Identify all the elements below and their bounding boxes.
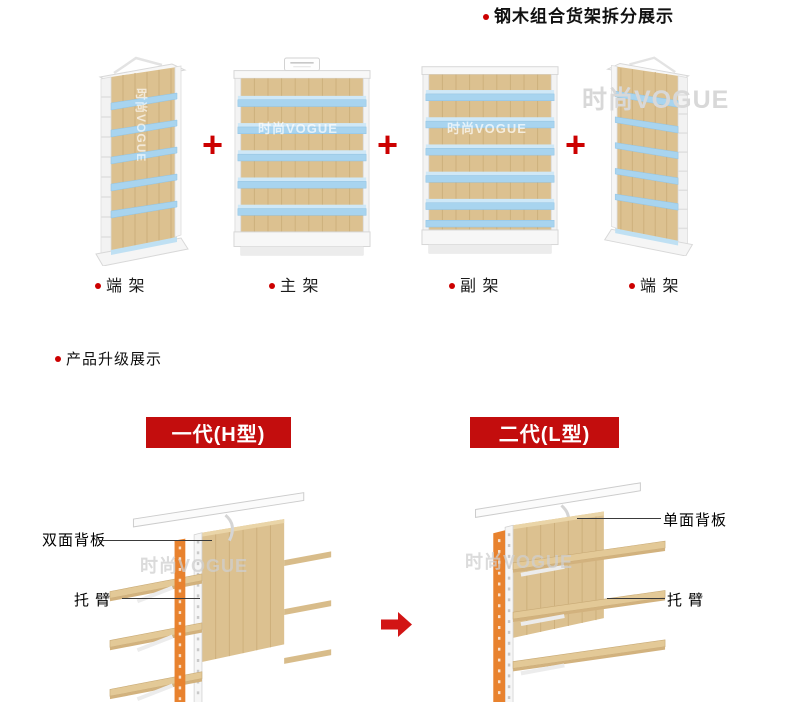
generation-banner-l: 二代(L型) (470, 417, 619, 448)
callout-label-single-back-panel: 单面背板 (663, 512, 728, 529)
red-dot-icon (629, 283, 635, 289)
shelf-label-main: 主 架 (269, 272, 319, 296)
secondary-shelf-image (417, 57, 563, 268)
watermark: 时尚VOGUE (447, 121, 527, 136)
shelf-label-text: 端 架 (640, 278, 680, 295)
l-type-shelf-image (438, 468, 670, 702)
shelf-label-end-1: 端 架 (95, 272, 145, 296)
generation-banner-h-text: 一代(H型) (171, 424, 266, 446)
red-dot-icon (55, 356, 61, 362)
upgrade-arrow-icon (381, 611, 413, 643)
section-title-disassembly-text: 钢木组合货架拆分展示 (494, 7, 674, 26)
end-shelf-image-right (597, 53, 702, 261)
callout-label-arm-right: 托 臂 (667, 592, 705, 609)
watermark: 时尚VOGUE (465, 552, 574, 572)
watermark: 时尚VOGUE (582, 86, 730, 114)
red-dot-icon (483, 14, 489, 20)
callout-label-arm-left: 托 臂 (74, 592, 112, 609)
callout-line-single-back-panel (577, 518, 661, 519)
main-shelf-image (229, 57, 375, 268)
generation-banner-l-text: 二代(L型) (498, 424, 591, 446)
callout-label-double-back-panel: 双面背板 (42, 532, 107, 549)
end-shelf-image-left (86, 53, 196, 271)
watermark: 时尚VOGUE (134, 88, 148, 163)
generation-banner-h: 一代(H型) (146, 417, 291, 448)
red-dot-icon (95, 283, 101, 289)
watermark: 时尚VOGUE (258, 121, 338, 136)
shelf-label-text: 主 架 (280, 278, 320, 295)
shelf-label-secondary: 副 架 (449, 272, 499, 296)
h-type-shelf-image (108, 476, 338, 702)
callout-line-arm-left (122, 598, 200, 599)
plus-separator: + (565, 124, 587, 165)
watermark: 时尚VOGUE (140, 556, 249, 576)
plus-separator: + (202, 124, 224, 165)
shelf-label-text: 端 架 (106, 278, 146, 295)
red-dot-icon (449, 283, 455, 289)
shelf-label-end-2: 端 架 (629, 272, 679, 296)
shelf-label-text: 副 架 (460, 278, 500, 295)
section-title-upgrade: 产品升级展示 (55, 348, 162, 369)
callout-line-double-back-panel (100, 540, 212, 541)
callout-line-arm-right (607, 598, 665, 599)
section-title-upgrade-text: 产品升级展示 (66, 351, 163, 368)
red-dot-icon (269, 283, 275, 289)
section-title-disassembly: 钢木组合货架拆分展示 (483, 2, 674, 27)
plus-separator: + (377, 124, 399, 165)
